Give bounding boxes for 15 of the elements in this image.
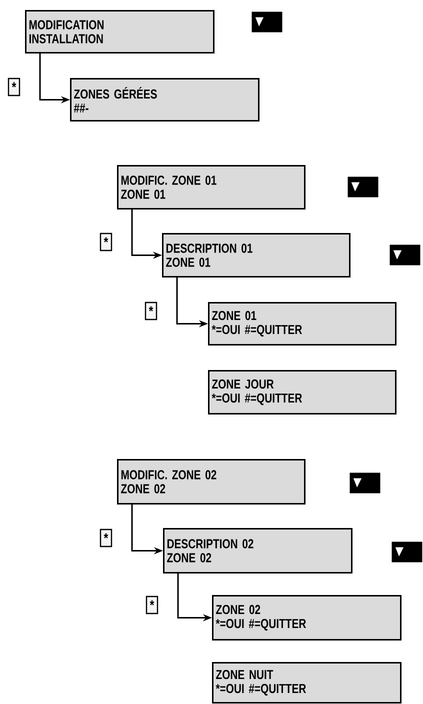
display-box: MODIFIC. ZONE 02 ZONE 02 [117,459,306,504]
edge-label: * [100,232,112,252]
edge-label: * [144,302,158,320]
display-box: DESCRIPTION 02 ZONE 02 [163,528,352,574]
edge-label: * [100,528,112,548]
display-box: ZONES GÉRÉES ##- [70,78,260,122]
edge-label: * [146,596,158,614]
display-box: DESCRIPTION 01 ZONE 01 [162,233,350,278]
display-box: MODIFICATION INSTALLATION [25,10,214,54]
display-box: MODIFIC. ZONE 01 ZONE 01 [117,165,306,210]
display-box: ZONE 01 *=OUI #=QUITTER [208,302,396,346]
display-box: ZONE JOUR *=OUI #=QUITTER [208,370,396,414]
display-box: ZONE 02 *=OUI #=QUITTER [212,595,402,640]
edge-label: * [8,78,20,96]
display-box: ZONE NUIT *=OUI #=QUITTER [212,662,402,704]
